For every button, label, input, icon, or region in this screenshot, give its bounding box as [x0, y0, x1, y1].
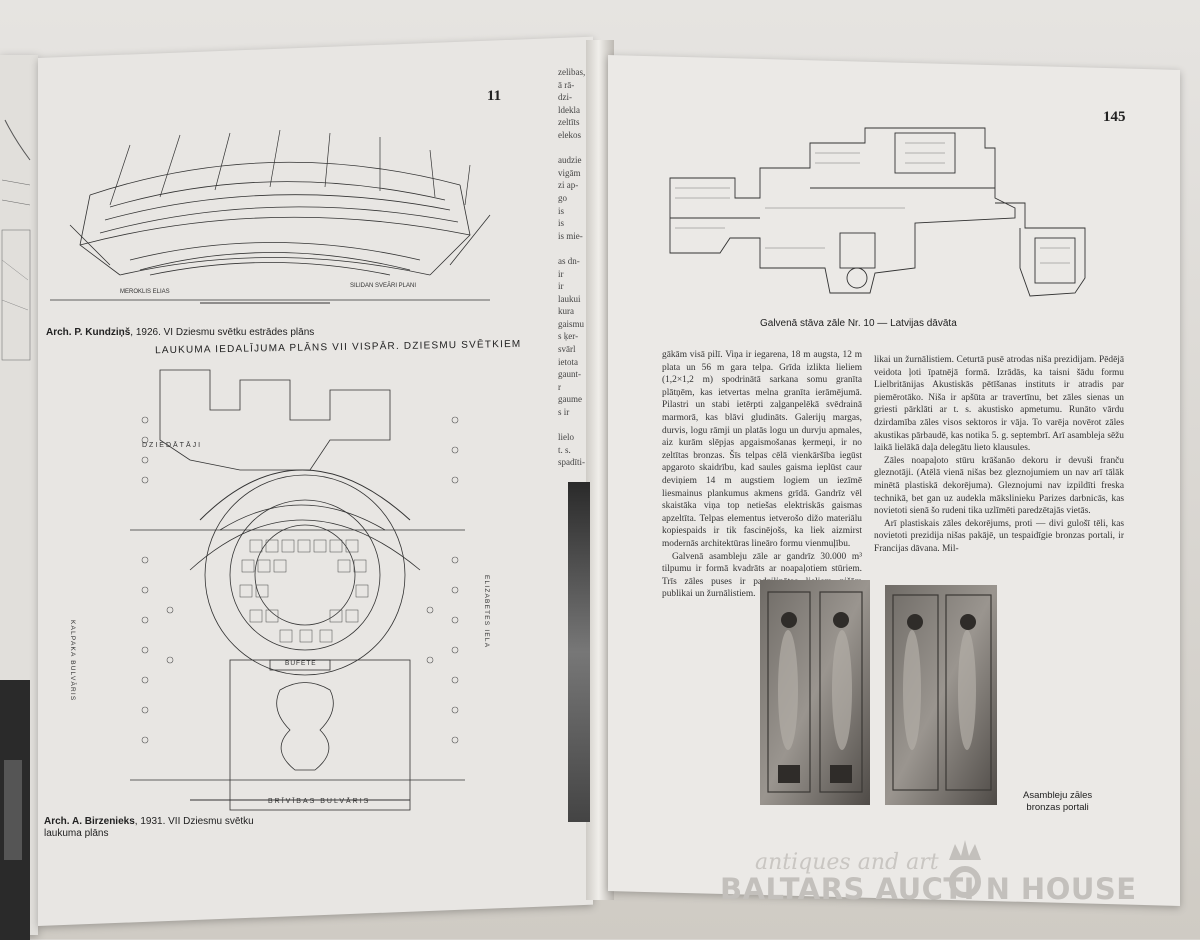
plan-bottom-street-label: BRĪVĪBAS BULVĀRIS: [268, 798, 371, 805]
floor-plan-caption: Galvenā stāva zāle Nr. 10 — Latvijas dāv…: [760, 318, 957, 329]
cropped-text-line: zelibas,: [558, 67, 586, 77]
stage-plan-drawing: MEROKLIS ELIAS SILIDAN SVEĀRI PLANI: [50, 129, 491, 304]
text-column-left: gākām visā pilī. Viņa ir iegarena, 18 m …: [662, 349, 862, 601]
cropped-text-line: elekos: [558, 129, 581, 140]
cropped-text-line: kura: [558, 306, 574, 317]
text-column-left-p1: gākām visā pilī. Viņa ir iegarena, 18 m …: [662, 350, 862, 549]
cropped-text-line: lielo: [558, 432, 574, 443]
cropped-text-line: ir: [558, 268, 564, 279]
cropped-text-line: t. s.: [558, 444, 571, 455]
text-column-right-p1: likai un žurnālistiem. Ceturtā pusē atro…: [874, 355, 1124, 454]
building-floor-plan: [669, 127, 1086, 297]
cropped-text-line: is mie-: [558, 230, 583, 241]
plan-arena-label: DZIEDĀTĀJI: [142, 442, 203, 449]
cropped-photograph: [568, 482, 590, 822]
cropped-text-line: spadīti-: [558, 457, 585, 468]
text-column-right-p2: Zāles noapaļoto stūru krāšanāo dekoru ir…: [874, 455, 1124, 517]
watermark-brand: BALTARS AUCTI N HOUSE: [720, 872, 1137, 906]
cropped-text-line: laukui: [558, 293, 581, 304]
right-page-number: 145: [1103, 109, 1126, 125]
cropped-text-line: is: [558, 218, 565, 229]
left-page-number: 11: [487, 88, 502, 104]
left-bottom-caption: Arch. A. Birzenieks, 1931. VII Dziesmu s…: [44, 816, 264, 840]
cropped-text-line: ir: [558, 281, 564, 292]
caption-text-bottom: , 1931. VII Dziesmu svētku laukuma plāns: [44, 816, 254, 839]
plan-right-street-label: ELIZABETES IELA: [483, 575, 490, 649]
plan-left-street-label: KALPAKA BULVĀRIS: [69, 620, 76, 702]
cropped-text-line: ietota: [558, 356, 578, 367]
left-top-caption: Arch. P. Kundziņš, 1926. VI Dziesmu svēt…: [46, 327, 314, 339]
cropped-text-line: zeltīts: [558, 117, 580, 128]
cropped-text-line: gaunt-: [558, 369, 581, 380]
cropped-text-line: gaismu: [558, 318, 584, 329]
watermark-tagline: antiques and art: [755, 850, 939, 875]
cropped-text-line: gaume: [558, 394, 582, 405]
portals-caption: Asambleju zāles bronzas portali: [1023, 790, 1092, 814]
festival-ground-plan: [130, 369, 465, 811]
svg-text:SILIDAN SVEĀRI PLANI: SILIDAN SVEĀRI PLANI: [350, 282, 416, 289]
cropped-text-line: s ir: [558, 407, 570, 418]
caption-author-bottom: Arch. A. Birzenieks: [44, 816, 135, 827]
cropped-text-line: [558, 419, 588, 432]
cropped-text-line: dzi-: [558, 92, 572, 103]
text-column-right: likai un žurnālistiem. Ceturtā pusē atro…: [874, 354, 1124, 556]
cropped-text-line: [558, 242, 588, 255]
cropped-text-line: as dn-: [558, 255, 580, 266]
cropped-text-line: audzie: [558, 155, 582, 166]
caption-text: , 1926. VI Dziesmu svētku estrādes plāns: [130, 327, 315, 338]
plan-buffet-label: BUFETE: [285, 660, 317, 667]
text-column-right-p3: Arī plastiskais zāles dekorējums, proti …: [874, 518, 1124, 554]
edge-page-drawing: [0, 119, 31, 940]
cropped-text-line: [558, 142, 588, 155]
cropped-text-line: s ķer-: [558, 331, 579, 342]
portals-caption-line1: Asambleju zāles: [1023, 790, 1093, 801]
cropped-text-line: ldekla: [558, 104, 580, 115]
cropped-text-line: r: [558, 381, 561, 392]
portals-caption-line2: bronzas portali: [1026, 802, 1089, 813]
cropped-text-line: vigām: [558, 167, 581, 178]
cropped-text-line: is: [558, 205, 565, 216]
cropped-text-line: zi ap-: [558, 180, 579, 191]
cropped-text-line: svārl: [558, 344, 576, 355]
bronze-portals-photo: [760, 580, 997, 805]
cropped-text-line: go: [558, 192, 567, 203]
watermark-crown-icon: [949, 840, 981, 898]
cropped-text-line: ā rā-: [558, 79, 575, 90]
svg-text:MEROKLIS ELIAS: MEROKLIS ELIAS: [120, 289, 170, 295]
caption-author: Arch. P. Kundziņš: [46, 327, 131, 338]
